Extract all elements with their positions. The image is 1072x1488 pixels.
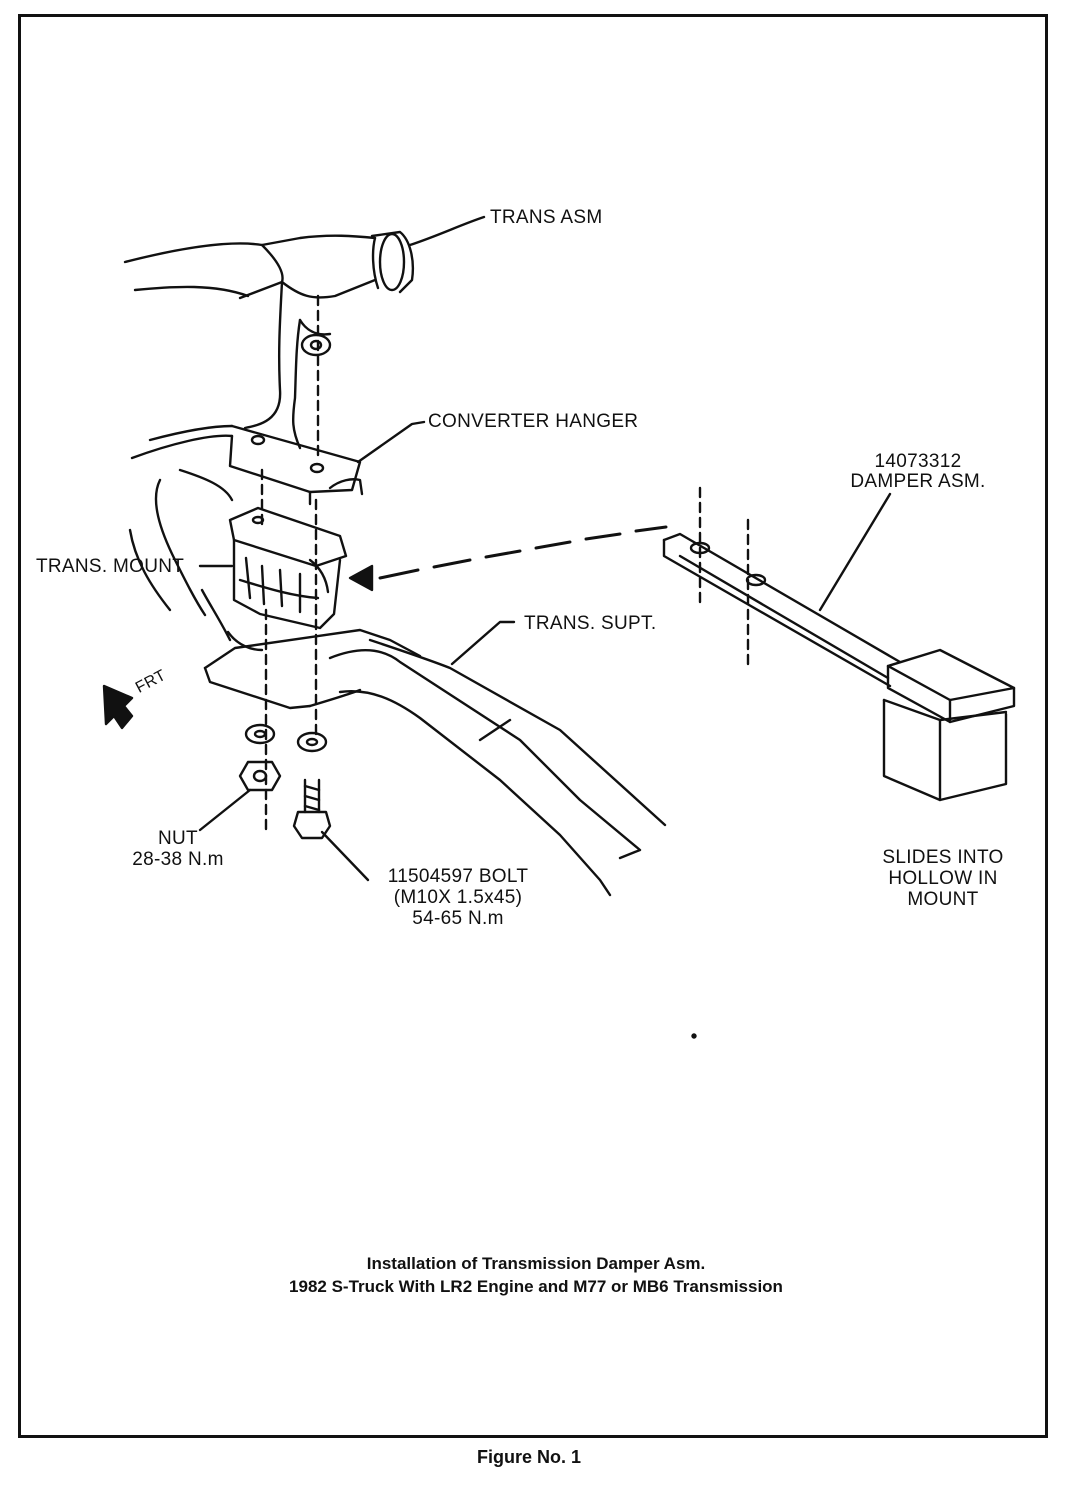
label-trans-mount: TRANS. MOUNT xyxy=(36,556,185,577)
converter-hanger xyxy=(130,424,364,506)
front-arrow-icon xyxy=(102,684,134,730)
label-slides-line2: HOLLOW IN xyxy=(888,868,998,889)
label-slides-line1: SLIDES INTO xyxy=(882,847,1004,868)
fastener-alignment-lines xyxy=(260,294,750,832)
label-nut: NUT xyxy=(158,828,198,849)
hardware xyxy=(238,723,332,840)
label-trans-supt: TRANS. SUPT. xyxy=(524,613,657,634)
figure-caption: Installation of Transmission Damper Asm.… xyxy=(0,1252,1072,1298)
label-bolt-torque: 54-65 N.m xyxy=(412,908,504,929)
label-bolt-spec: (M10X 1.5x45) xyxy=(393,887,523,908)
figure-number: Figure No. 1 xyxy=(476,1447,581,1467)
figure-frame xyxy=(18,14,1048,1438)
trans-mount xyxy=(228,506,348,630)
label-converter-hanger: CONVERTER HANGER xyxy=(428,411,639,432)
label-bolt: 11504597 BOLT xyxy=(387,866,529,887)
label-slides-line3: MOUNT xyxy=(907,889,979,910)
label-damper-asm: DAMPER ASM. xyxy=(850,471,986,492)
caption-line-2: 1982 S-Truck With LR2 Engine and M77 or … xyxy=(289,1277,783,1296)
label-nut-torque: 28-38 N.m xyxy=(132,849,224,870)
caption-line-1: Installation of Transmission Damper Asm. xyxy=(366,1254,706,1273)
label-trans-asm: TRANS ASM xyxy=(490,207,603,228)
damper-assembly xyxy=(662,532,1016,802)
label-damper-part-number: 14073312 xyxy=(874,451,962,472)
insertion-arrow-icon xyxy=(348,564,374,592)
transmission-housing xyxy=(123,230,414,450)
